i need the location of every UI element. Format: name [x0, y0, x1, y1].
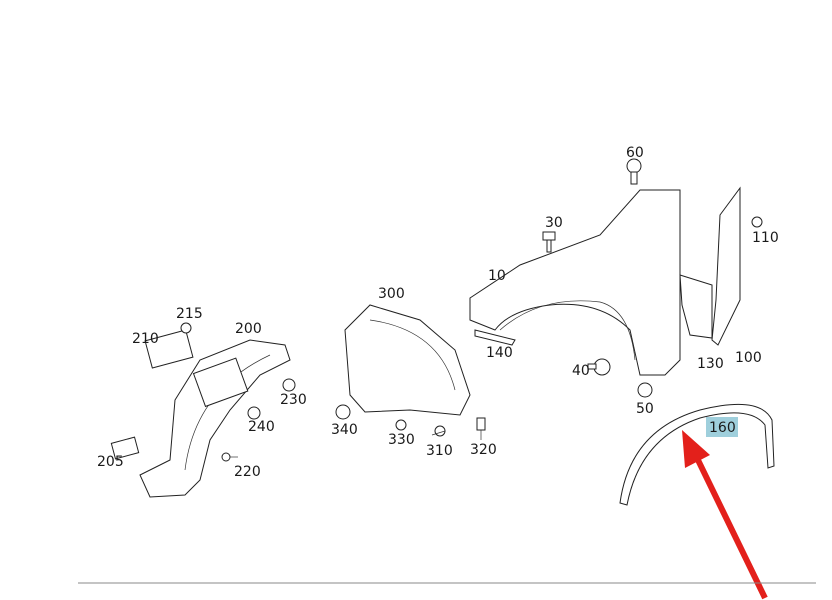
label-300: 300 — [378, 286, 405, 302]
clip-part-340[interactable] — [335, 404, 351, 420]
label-130: 130 — [697, 356, 724, 372]
red-arrow-pointer — [682, 430, 768, 600]
label-240: 240 — [248, 419, 275, 435]
label-30: 30 — [545, 215, 563, 231]
label-215: 215 — [176, 306, 203, 322]
nut-part-50[interactable] — [637, 382, 653, 398]
label-50: 50 — [636, 401, 654, 417]
bracket-part-210[interactable] — [144, 329, 194, 369]
bracket-part-100[interactable] — [711, 186, 741, 346]
wheel-liner-part-300[interactable] — [344, 304, 471, 416]
label-100: 100 — [735, 350, 762, 366]
screw-part-310[interactable] — [431, 425, 446, 437]
label-200: 200 — [235, 321, 262, 337]
clip-part-230[interactable] — [282, 378, 296, 392]
label-220: 220 — [234, 464, 261, 480]
label-40: 40 — [572, 363, 590, 379]
nut-part-240[interactable] — [247, 406, 261, 420]
screw-part-320[interactable] — [476, 417, 486, 440]
wheel-arch-trim-part-160[interactable] — [619, 403, 775, 506]
label-340: 340 — [331, 422, 358, 438]
label-60: 60 — [626, 145, 644, 161]
label-230: 230 — [280, 392, 307, 408]
label-210: 210 — [132, 331, 159, 347]
bracket-part-205[interactable] — [110, 436, 140, 460]
clip-part-215[interactable] — [180, 322, 192, 334]
label-205: 205 — [97, 454, 124, 470]
label-140: 140 — [486, 345, 513, 361]
screw-part-220[interactable] — [221, 452, 238, 462]
fender-part-10[interactable] — [469, 189, 681, 376]
label-160: 160 — [709, 420, 736, 436]
bolt-part-40[interactable] — [587, 358, 611, 376]
label-10: 10 — [488, 268, 506, 284]
bracket-part-130[interactable] — [679, 274, 713, 339]
label-330: 330 — [388, 432, 415, 448]
label-310: 310 — [426, 443, 453, 459]
bolt-part-30[interactable] — [542, 231, 556, 253]
seal-part-140[interactable] — [474, 329, 516, 346]
wheel-liner-part-200[interactable] — [139, 339, 291, 498]
clip-part-110[interactable] — [751, 216, 763, 228]
clip-part-60[interactable] — [626, 158, 642, 185]
highlight-160 — [706, 417, 738, 437]
label-110: 110 — [752, 230, 779, 246]
label-320: 320 — [470, 442, 497, 458]
nut-part-330[interactable] — [395, 419, 407, 431]
